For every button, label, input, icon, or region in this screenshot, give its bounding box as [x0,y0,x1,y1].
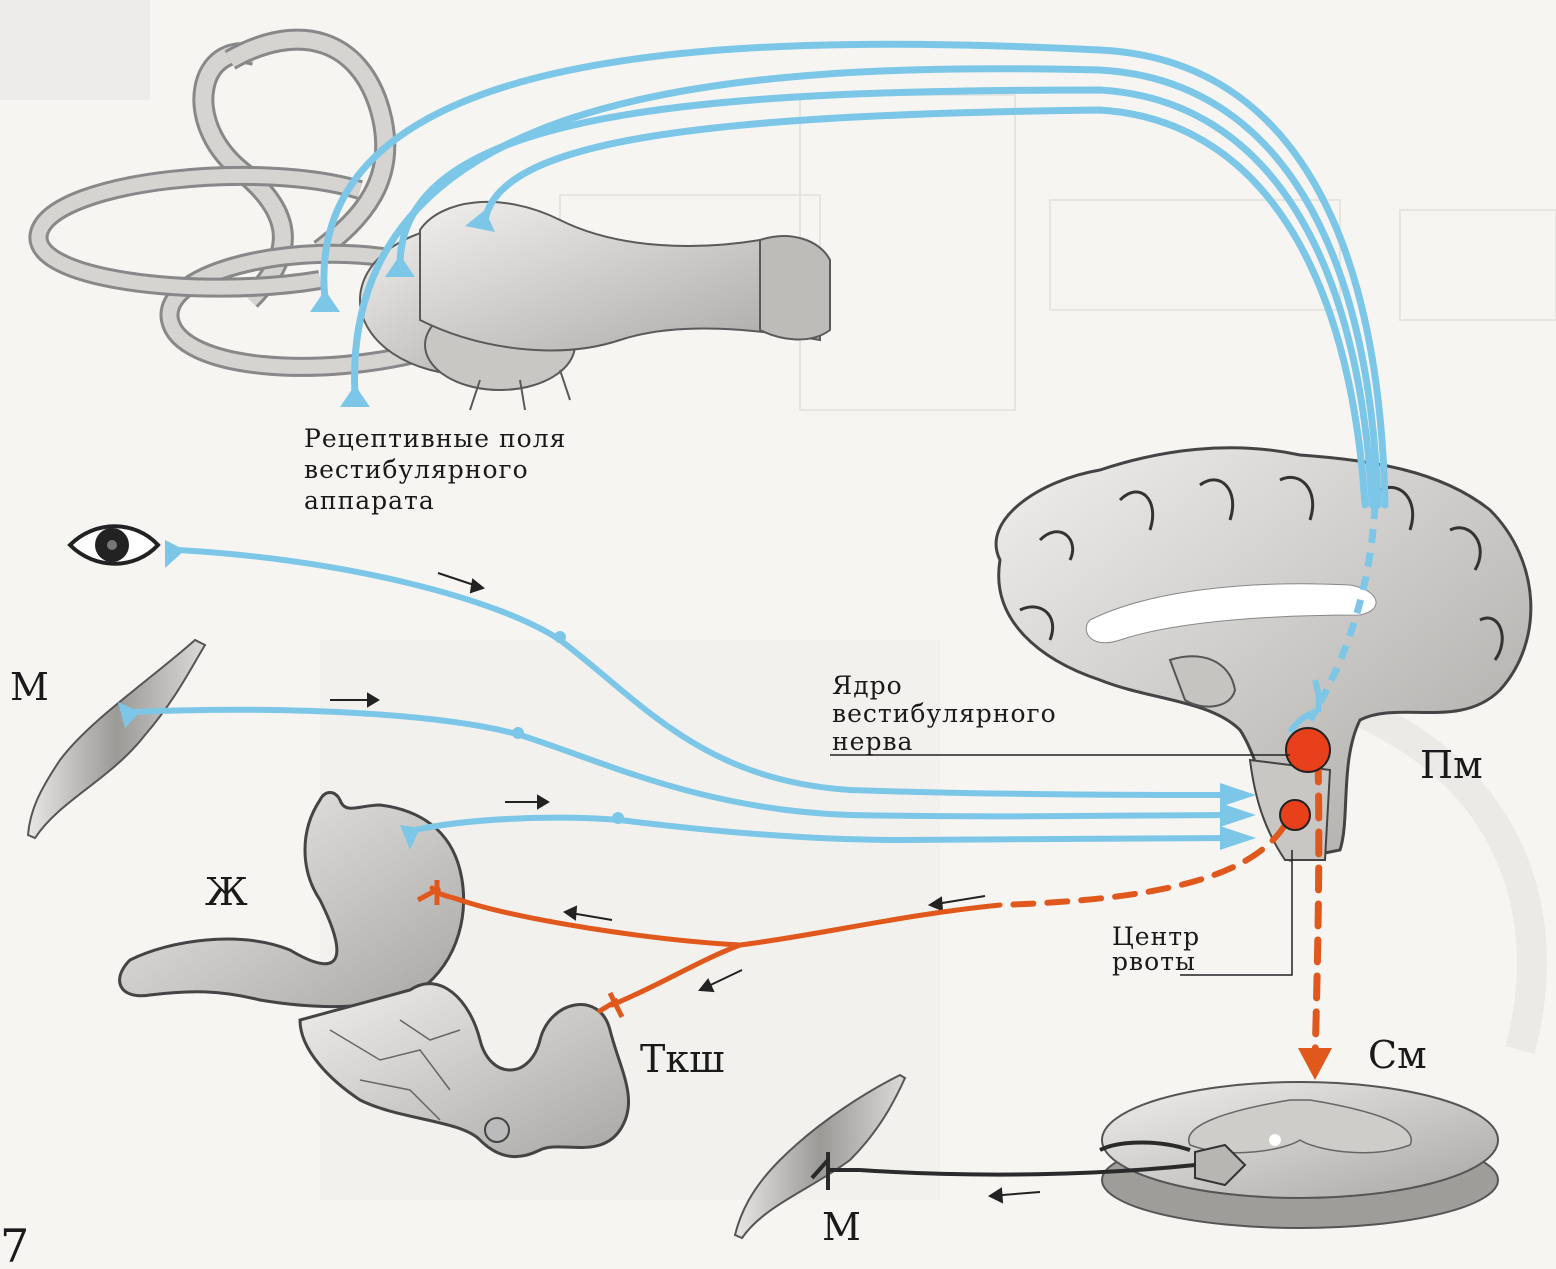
receptive-fields-label-line1: Рецептивные поля [304,424,566,453]
nucleus-label-line2: вестибулярного [832,699,1057,728]
vestibular-nucleus [1286,728,1330,772]
nucleus-label-line1: Ядро [832,671,903,700]
stomach-label: Ж [205,870,248,914]
medulla-label: Пм [1420,743,1483,787]
vestibular-apparatus [38,40,830,410]
muscle-bottom-label: М [822,1205,861,1249]
page-number: 7 [0,1219,29,1269]
eye-icon [70,526,158,564]
spinal-cord-section [1102,1082,1498,1228]
vomit-center-label-line2: рвоты [1112,947,1196,976]
receptive-fields-label-line2: вестибулярного [304,455,529,484]
stomach-icon [120,793,464,1007]
muscle-top-icon [28,640,205,838]
intestine-label: Ткш [640,1037,724,1081]
brain [996,448,1531,860]
nucleus-label-line3: нерва [832,727,913,756]
receptive-fields-label-line3: аппарата [304,486,435,515]
vomiting-center [1280,800,1310,830]
muscle-top-label: М [10,665,49,709]
spinal-cord-arrowhead [1298,1048,1332,1080]
spinal-cord-label: См [1368,1033,1427,1077]
